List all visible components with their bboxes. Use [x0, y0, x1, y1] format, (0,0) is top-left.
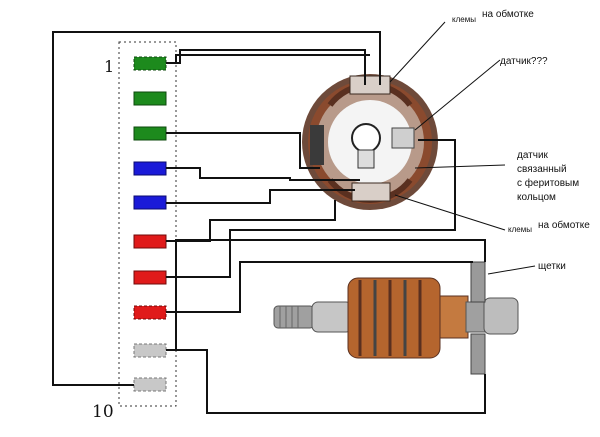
pin-1 — [133, 56, 167, 71]
annotation-lines — [389, 21, 536, 275]
label-datchik-line-2: связанный — [517, 164, 567, 175]
stator-assembly — [302, 74, 438, 210]
pin-label-first: 1 — [104, 57, 114, 76]
label-datchik-line-1: датчик — [517, 150, 549, 161]
label-klemy-bottom: клемы — [508, 225, 532, 234]
pin-7 — [133, 270, 167, 285]
pin-9 — [133, 343, 167, 358]
label-shchetki: щетки — [538, 261, 566, 272]
label-na-obmotke-top: на обмотке — [482, 8, 534, 20]
label-datchik-line-4: кольцом — [517, 192, 556, 203]
pin-10 — [133, 377, 167, 392]
label-na-obmotke-bottom: на обмотке — [538, 219, 590, 231]
pin-8 — [133, 305, 167, 320]
label-datchik-line-3: с феритовым — [517, 177, 579, 189]
wiring — [52, 31, 486, 414]
connector-block — [118, 41, 177, 407]
pin-6 — [133, 234, 167, 249]
pin-3 — [133, 126, 167, 141]
armature-assembly — [273, 261, 519, 375]
pin-5 — [133, 195, 167, 210]
label-datchik-question: датчик??? — [500, 56, 548, 67]
label-klemy-top: клемы — [452, 15, 476, 24]
connector-pins — [133, 56, 167, 392]
pin-label-last: 10 — [92, 402, 114, 422]
pin-4 — [133, 161, 167, 176]
pin-2 — [133, 91, 167, 106]
